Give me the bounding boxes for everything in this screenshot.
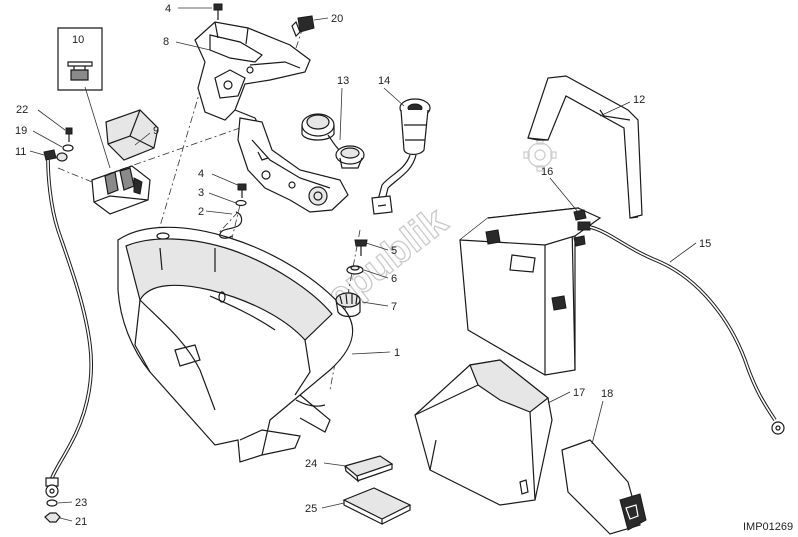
callout-7: 7 (391, 301, 397, 313)
part-4-screw-upper (213, 3, 223, 20)
callout-10: 10 (72, 34, 84, 46)
callout-11: 11 (15, 146, 26, 158)
part-9-starter-relay (91, 165, 151, 215)
part-5-screw (354, 239, 368, 256)
drawing-code: IMP01269 (743, 521, 793, 533)
part-8-lower-bracket-arm (237, 117, 349, 213)
callout-1: 1 (394, 347, 400, 359)
part-10-fuse-box (57, 27, 103, 91)
part-11-terminal-nut (56, 152, 68, 162)
part-19-washer (62, 144, 74, 152)
leader-lines (29, 7, 697, 522)
callout-16: 16 (541, 166, 553, 178)
part-22-screw (65, 127, 73, 142)
part-7-rubber-mount (335, 292, 361, 318)
callout-23: 23 (75, 497, 87, 509)
callout-22: 22 (16, 104, 28, 116)
part-23-washer (46, 499, 58, 507)
part-18-battery-cover (561, 439, 647, 535)
callout-9: 9 (153, 125, 159, 137)
callout-5: 5 (391, 245, 397, 257)
part-12-battery-strap (527, 75, 643, 219)
callout-2: 2 (198, 206, 204, 218)
part-24-pad (343, 455, 394, 483)
callout-24: 24 (305, 458, 317, 470)
part-2-spring-clip (219, 211, 243, 239)
callout-12: 12 (633, 94, 645, 106)
part-1-undertray (117, 226, 354, 463)
callout-3: 3 (198, 187, 204, 199)
part-4-screw-lower (237, 183, 247, 198)
callout-4-upper: 4 (165, 3, 171, 15)
watermark-gear-icon (523, 138, 557, 172)
part-25-pad (342, 487, 412, 525)
callout-17: 17 (573, 387, 585, 399)
callout-4-lower: 4 (198, 168, 204, 180)
callout-labels: 4 8 20 10 13 14 12 22 9 19 11 16 4 3 2 1… (15, 3, 711, 528)
callout-13: 13 (337, 75, 349, 87)
part-21-nut (44, 512, 61, 523)
callout-6: 6 (391, 273, 397, 285)
part-11-ground-cable (43, 149, 94, 498)
part-13-cap (301, 113, 365, 169)
callout-18: 18 (601, 388, 613, 400)
part-16-battery (459, 207, 602, 376)
part-3-washer (235, 199, 247, 207)
callout-15: 15 (699, 238, 711, 250)
callout-19: 19 (15, 125, 27, 137)
callout-20: 20 (331, 13, 343, 25)
part-17-battery-box (414, 359, 553, 506)
callout-21: 21 (75, 516, 87, 528)
part-9-relay-cover (105, 109, 159, 161)
part-6-grommet (346, 265, 364, 275)
callout-25: 25 (305, 503, 317, 515)
part-15-positive-cable (573, 209, 785, 435)
callout-8: 8 (163, 36, 169, 48)
callout-14: 14 (378, 75, 390, 87)
part-14-power-socket (371, 98, 431, 215)
part-20-clip (291, 15, 315, 38)
